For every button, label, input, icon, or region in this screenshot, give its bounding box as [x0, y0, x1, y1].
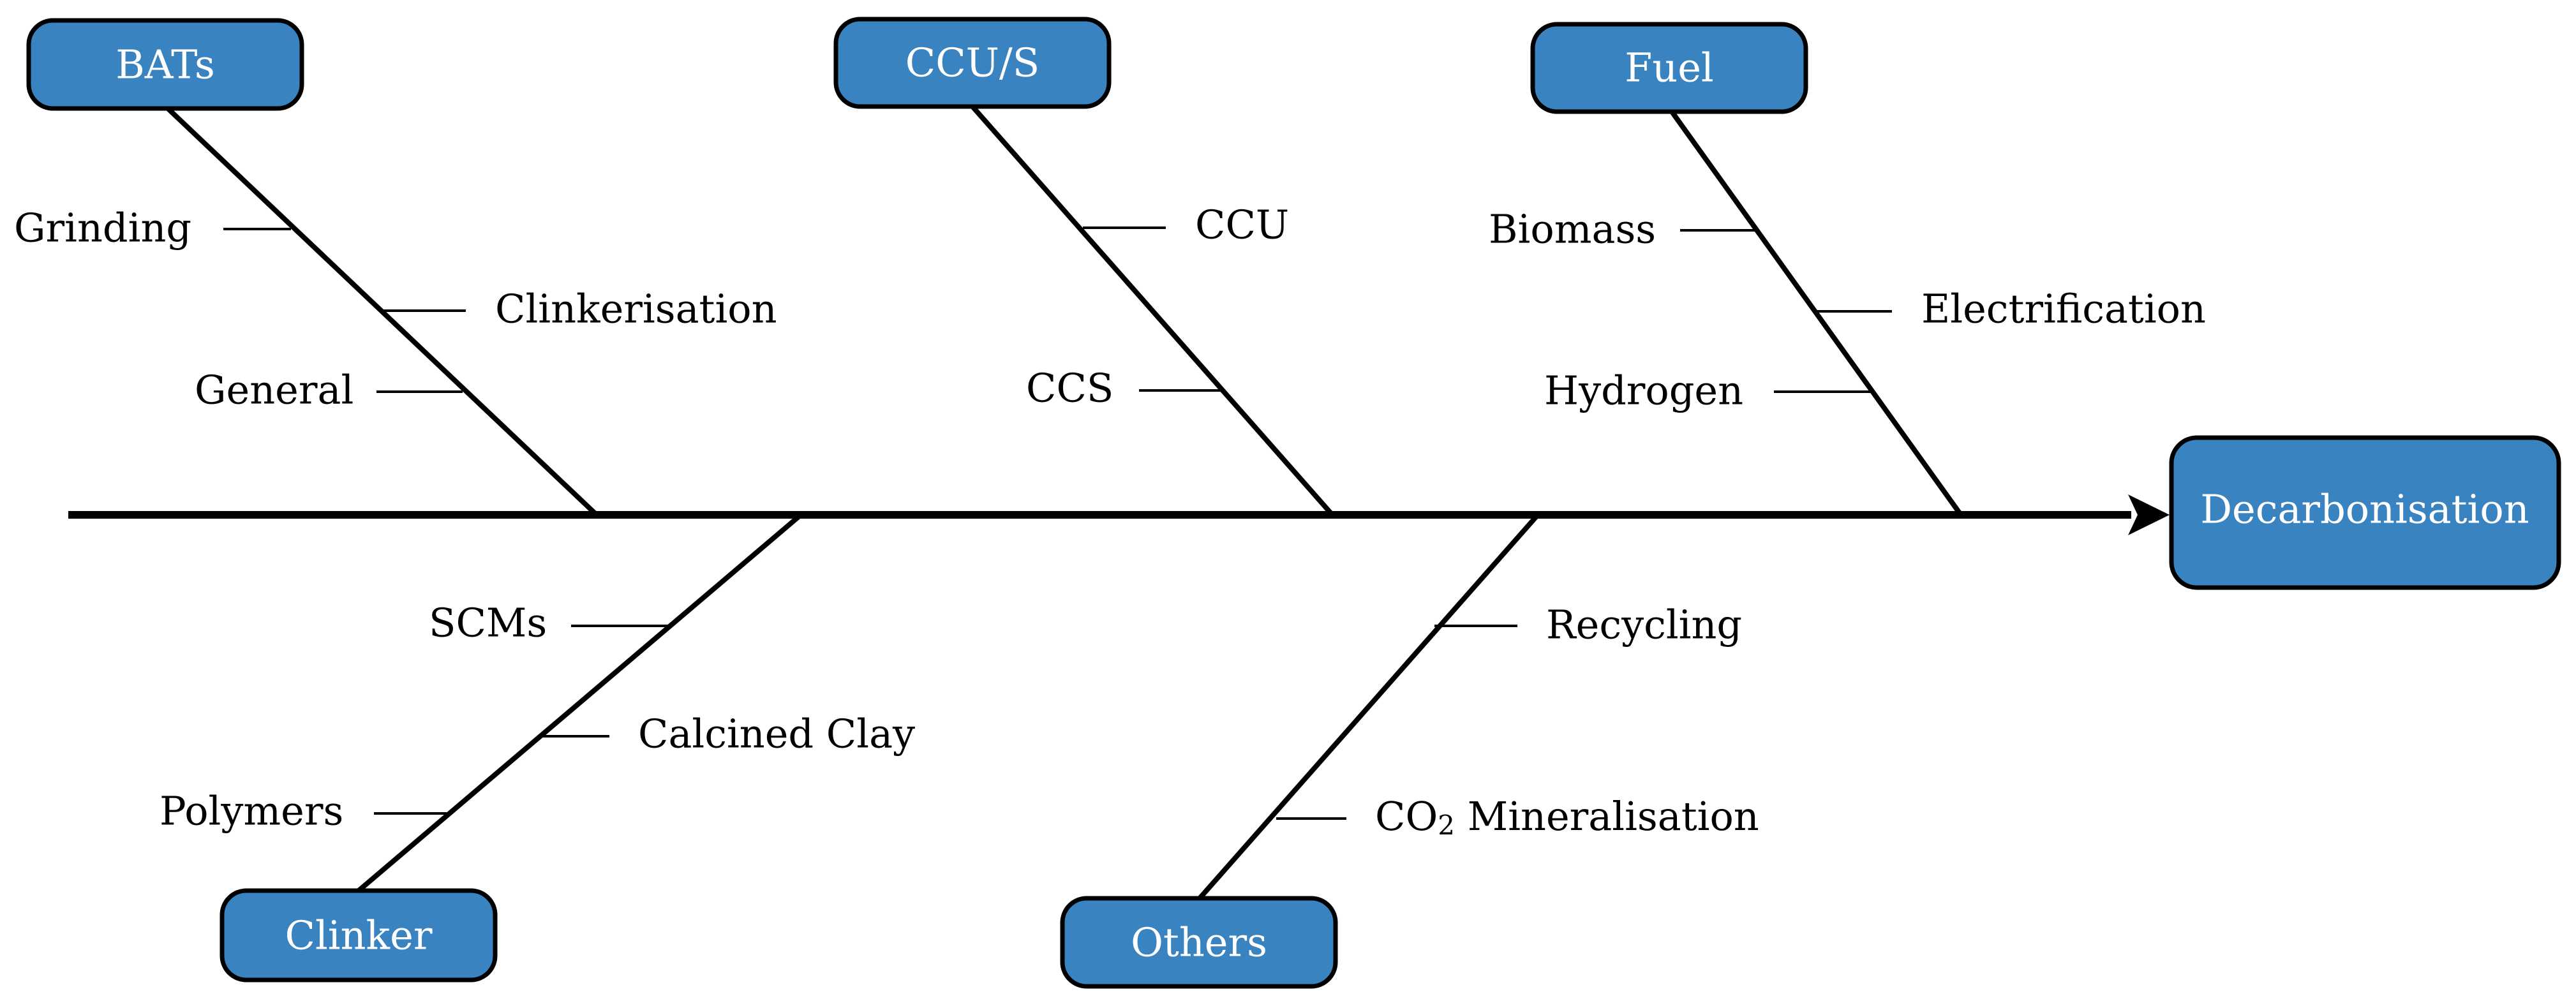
cause-electrification: Electrification: [1921, 286, 2206, 332]
cause-biomass: Biomass: [1489, 206, 1656, 253]
bone-clinker: [357, 512, 803, 893]
cause-calcined-clay: Calcined Clay: [638, 711, 915, 757]
category-label-ccus: CCU/S: [905, 40, 1040, 86]
category-box-bats: BATs: [26, 18, 304, 111]
cause-ccs: CCS: [1026, 365, 1113, 412]
bone-others: [1197, 513, 1540, 900]
effect-label: Decarbonisation: [2200, 486, 2529, 533]
category-box-others: Others: [1060, 896, 1338, 989]
cause-co2-mineralisation: CO2 Mineralisation: [1375, 793, 1759, 841]
co2-subscript: 2: [1438, 810, 1455, 841]
cause-general: General: [195, 367, 354, 413]
co2-suffix: Mineralisation: [1455, 793, 1759, 840]
cause-grinding: Grinding: [14, 205, 191, 251]
category-label-clinker: Clinker: [285, 912, 433, 959]
cause-recycling: Recycling: [1546, 602, 1742, 648]
category-label-fuel: Fuel: [1625, 45, 1713, 91]
bone-ccus: [970, 105, 1335, 517]
cause-clinkerisation: Clinkerisation: [495, 286, 777, 332]
category-label-bats: BATs: [115, 41, 215, 88]
cause-polymers: Polymers: [160, 788, 343, 834]
category-label-others: Others: [1131, 919, 1267, 966]
effect-box-decarbonisation: Decarbonisation: [2169, 435, 2561, 590]
cause-hydrogen: Hydrogen: [1544, 367, 1743, 414]
co2-prefix: CO: [1375, 793, 1438, 840]
bone-fuel: [1669, 110, 1963, 517]
category-box-fuel: Fuel: [1530, 22, 1808, 114]
cause-scms: SCMs: [429, 600, 547, 646]
cause-ccu: CCU: [1195, 202, 1289, 248]
spine-arrowhead: [2128, 494, 2170, 535]
category-box-ccus: CCU/S: [833, 17, 1112, 109]
category-box-clinker: Clinker: [220, 888, 498, 982]
